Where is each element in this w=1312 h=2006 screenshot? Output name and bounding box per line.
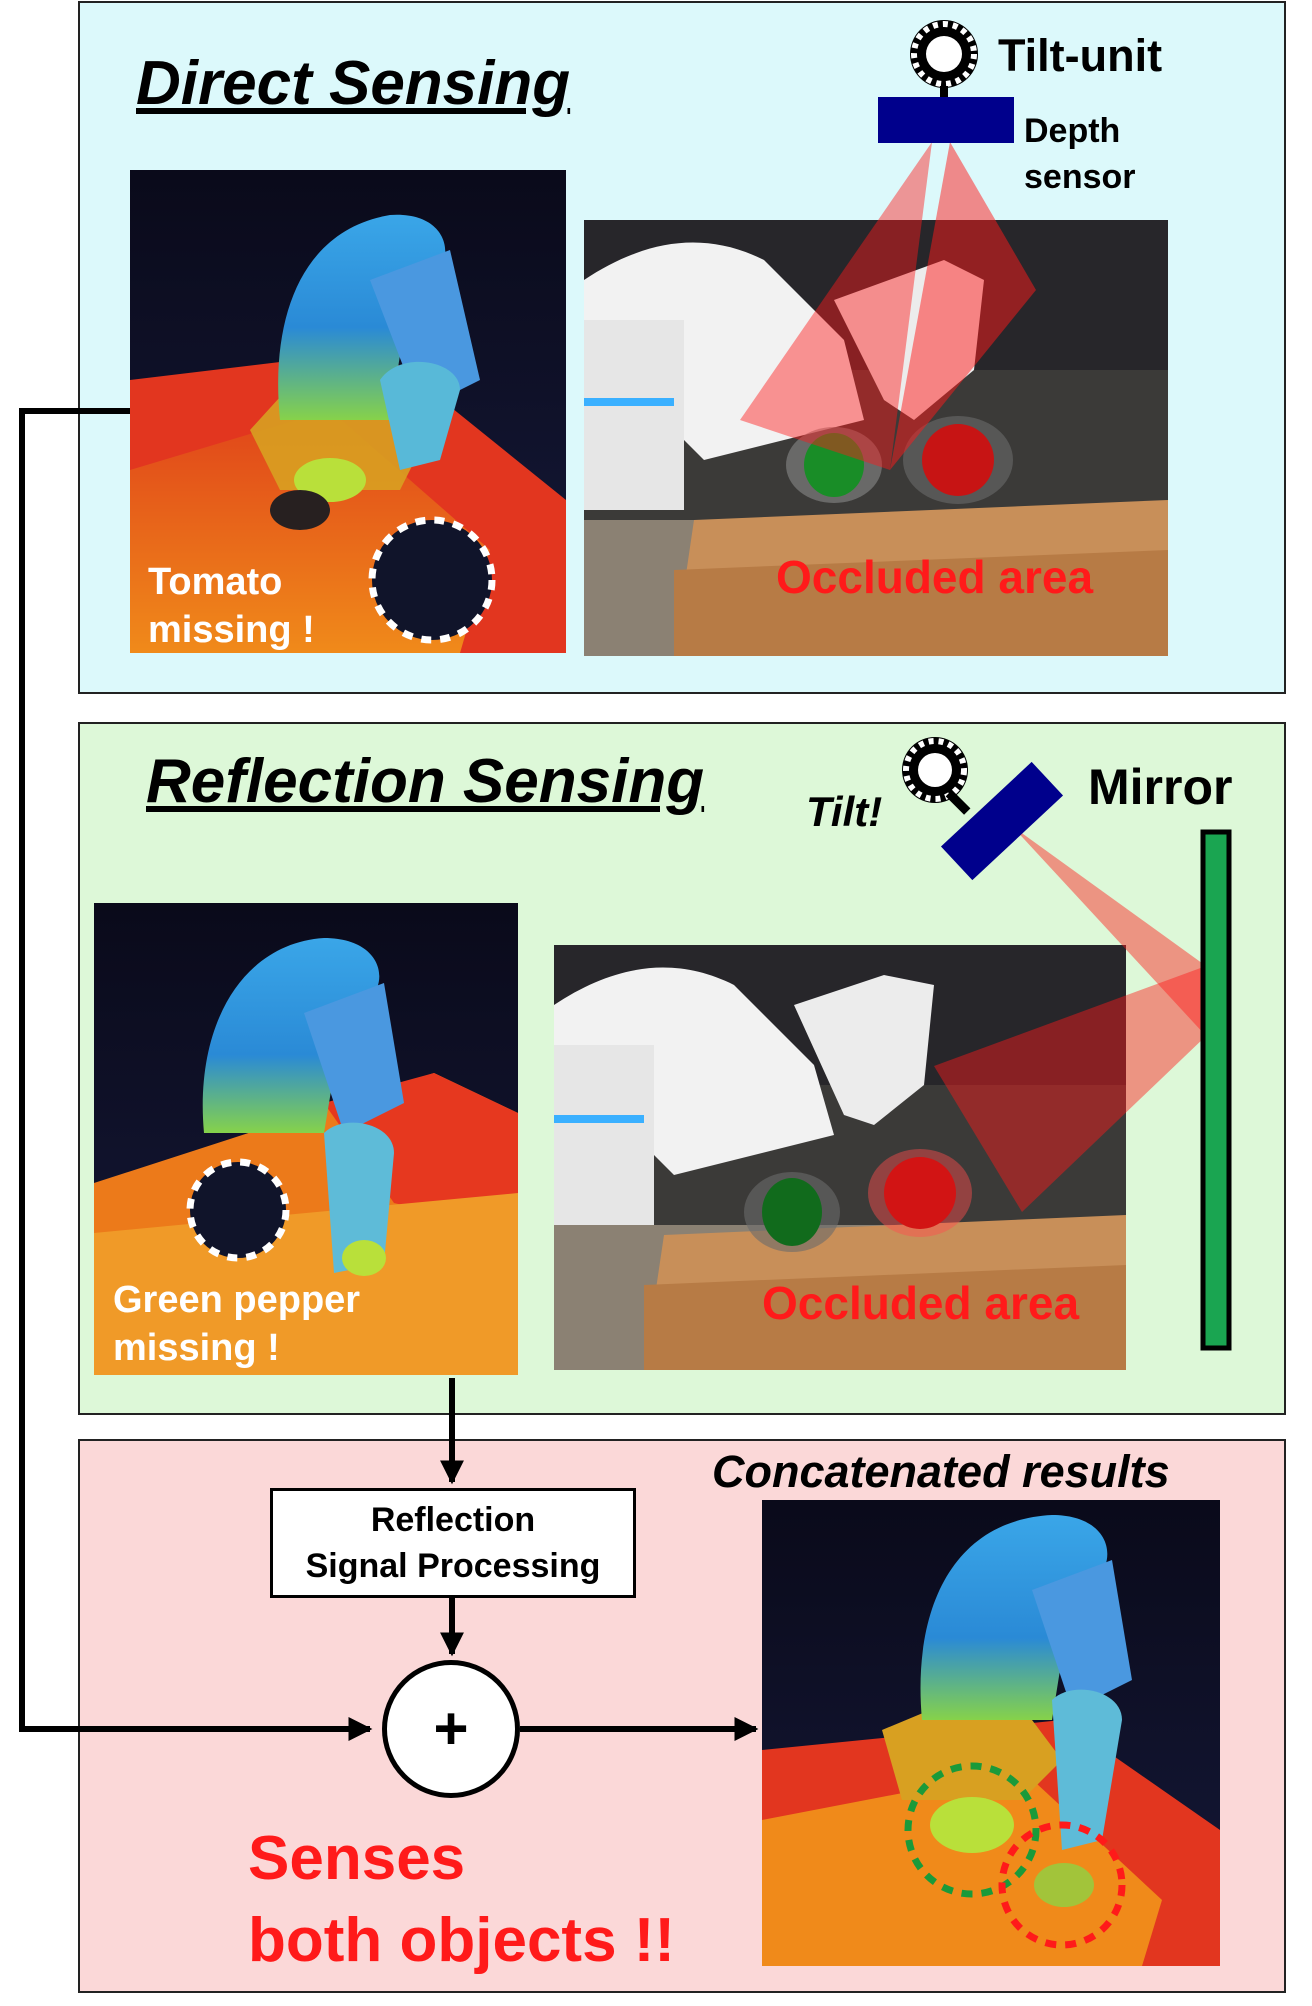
depth-sensor-bar-icon	[878, 97, 1014, 143]
mirror-label: Mirror	[1088, 759, 1233, 815]
concatenated-pointcloud-image	[762, 1500, 1220, 1966]
reflection-sensing-title: Reflection Sensing	[146, 747, 705, 816]
concatenated-results-title: Concatenated results	[712, 1446, 1170, 1497]
processing-box-label: Reflection Signal Processing	[305, 1501, 601, 1585]
conclusion-text: Senses both objects !!	[248, 1824, 676, 1975]
reflection-robot-photo	[554, 945, 1126, 1370]
depth-sensor-label: Depth sensor	[1024, 112, 1136, 196]
reflection-occluded-area-label: Occluded area	[762, 1277, 1080, 1329]
plus-symbol: +	[433, 1695, 469, 1762]
tilt-unit-ring-icon	[910, 20, 978, 98]
direct-sensing-title: Direct Sensing	[136, 49, 571, 118]
green-pepper-missing-caption: Green pepper missing !	[113, 1279, 361, 1369]
direct-robot-photo	[584, 220, 1168, 656]
reflection-signal-processing-box: Reflection Signal Processing	[270, 1488, 636, 1598]
plus-node-icon: +	[382, 1660, 520, 1798]
tilt-label: Tilt!	[806, 788, 883, 835]
tomato-missing-caption: Tomato missing !	[148, 561, 315, 651]
tilt-unit-label: Tilt-unit	[998, 30, 1163, 81]
reflection-tilt-ring-icon	[902, 737, 971, 815]
direct-occluded-area-label: Occluded area	[776, 551, 1094, 603]
